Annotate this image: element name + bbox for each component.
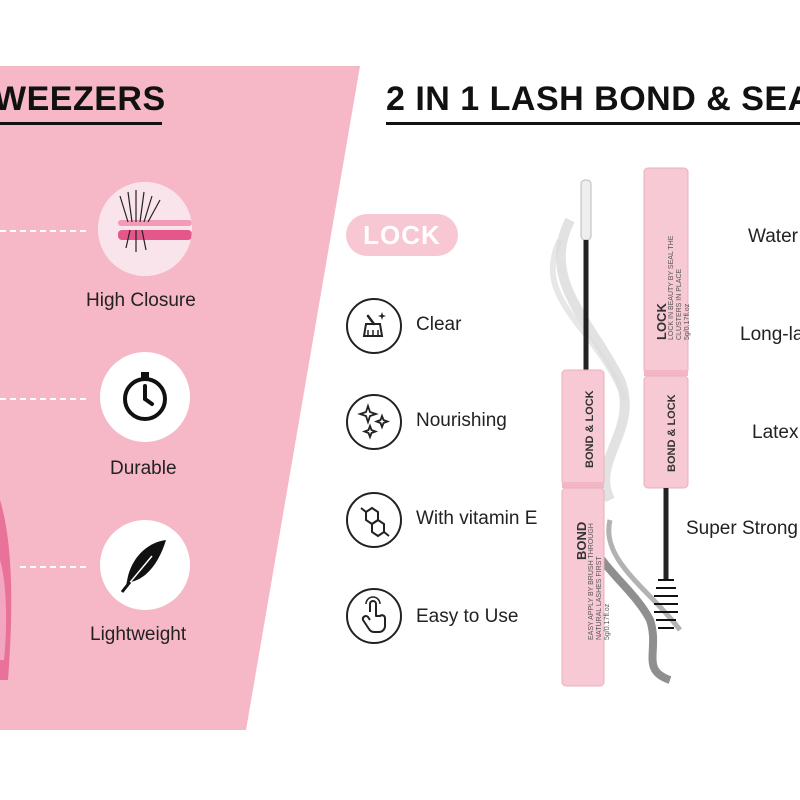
icon-ring	[346, 588, 402, 644]
right-feature-water: Water	[748, 226, 798, 247]
right-feature-super-strong: Super Strong	[686, 518, 798, 539]
lock-tube-brand: LOCK	[654, 303, 669, 340]
lock-cap-text: BOND & LOCK	[666, 394, 678, 472]
bond-tube-brand: BOND	[574, 521, 589, 560]
bond-feature-easy-to-use: Easy to Use	[416, 606, 519, 627]
dotted-connector	[0, 398, 86, 400]
stopwatch-icon	[123, 372, 167, 421]
lash-bond-heading: 2 IN 1 LASH BOND & SEA	[386, 80, 800, 118]
bond-tube-body	[561, 487, 605, 687]
bond-tube-line2: NATURAL LASHES FIRST	[596, 556, 603, 640]
icon-ring	[346, 492, 402, 548]
sparkles-icon	[357, 403, 391, 440]
dotted-connector	[20, 566, 86, 568]
bond-tube-line3: 5g/0.17fl.oz	[604, 603, 611, 640]
lock-tube-line2: CLUSTERS IN PLACE	[676, 268, 683, 340]
bond-feature-nourishing: Nourishing	[416, 410, 507, 431]
lock-badge-label: LOCK	[363, 220, 441, 250]
bond-feature-vitamin-e: With vitamin E	[416, 508, 538, 529]
lock-tube-line1: LOCK IN BEAUTY BY SEAL THE	[668, 235, 675, 340]
feather-icon	[120, 540, 166, 593]
lock-tube-line3: 5g/0.17fl.oz	[684, 303, 691, 340]
feature-label-lightweight: Lightweight	[90, 624, 187, 645]
bond-feature-clear: Clear	[416, 314, 462, 335]
bond-cap	[561, 369, 605, 486]
icon-ring	[346, 298, 402, 354]
right-feature-long-lasting: Long-la	[740, 324, 800, 345]
lock-badge	[346, 214, 458, 256]
tap-hand-icon	[361, 596, 386, 633]
dotted-connector	[0, 230, 86, 232]
molecule-icon	[360, 506, 390, 538]
feature-label-durable: Durable	[110, 458, 177, 479]
bond-tube-line1: EASY APPLY BY BRUSH THROUGH	[588, 523, 595, 640]
lash-bond-heading-underline	[386, 122, 800, 125]
tweezers-heading: WEEZERS	[0, 80, 166, 118]
tweezers-heading-underline	[0, 122, 162, 125]
icon-ring	[346, 394, 402, 450]
lash-tweezer-photo-icon	[98, 182, 192, 276]
cleaning-brush-icon	[362, 312, 386, 337]
bond-cap-text: BOND & LOCK	[584, 390, 596, 468]
product-tubes-illustration	[549, 167, 689, 687]
feature-label-high-closure: High Closure	[86, 290, 196, 311]
right-feature-latex: Latex	[752, 422, 799, 443]
